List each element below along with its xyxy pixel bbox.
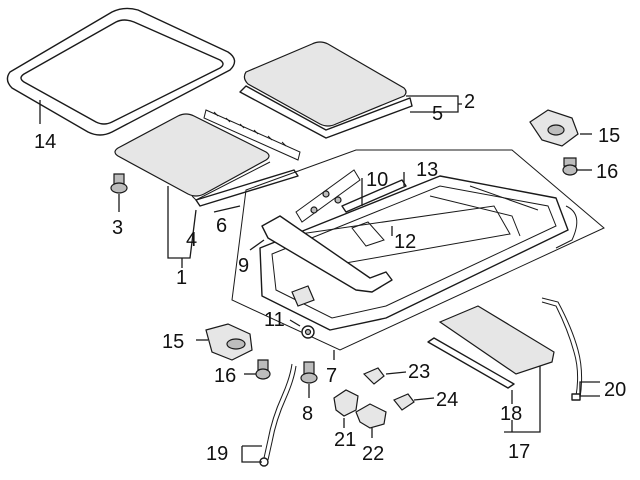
callout-13: 13 — [416, 159, 438, 181]
part-2-panel — [243, 41, 407, 127]
part-5-seal — [239, 85, 413, 139]
part-15-bracket-top — [529, 109, 579, 147]
callout-6: 6 — [216, 215, 227, 237]
callout-3: 3 — [112, 217, 123, 239]
part-9-front-frame — [261, 215, 393, 293]
part-23-clip — [362, 367, 385, 385]
callout-2: 2 — [464, 91, 475, 113]
part-1-glass-panel — [114, 113, 271, 201]
callout-10: 10 — [366, 169, 388, 191]
part-17-sunshade — [438, 305, 555, 375]
callout-labels: 14 2 5 3 4 1 6 9 10 13 12 11 7 15 15 16 … — [34, 91, 626, 465]
part-18-rod — [427, 337, 515, 389]
callout-24: 24 — [436, 389, 458, 411]
callout-16-upper: 16 — [596, 161, 618, 183]
part-8-bolt — [300, 361, 318, 384]
callout-22: 22 — [362, 443, 384, 465]
callout-16-lower: 16 — [214, 365, 236, 387]
part-14-seal — [6, 7, 236, 136]
callout-12: 12 — [394, 231, 416, 253]
part-16-bolt-bottom — [255, 359, 271, 380]
callout-7: 7 — [326, 365, 337, 387]
callout-21: 21 — [334, 429, 356, 451]
callout-9: 9 — [238, 255, 249, 277]
callout-1: 1 — [176, 267, 187, 289]
callout-18: 18 — [500, 403, 522, 425]
callout-15-upper: 15 — [598, 125, 620, 147]
leader-lines — [39, 95, 600, 463]
part-11-mount — [301, 325, 315, 339]
part-21-clip — [333, 389, 359, 417]
callout-4: 4 — [186, 229, 197, 251]
callout-23: 23 — [408, 361, 430, 383]
callout-20: 20 — [604, 379, 626, 401]
part-13-rail — [341, 179, 407, 213]
part-15-bracket-bottom — [205, 323, 253, 361]
part-6-trim — [195, 109, 301, 207]
callout-11: 11 — [264, 309, 285, 331]
callout-14: 14 — [34, 131, 56, 153]
callout-19: 19 — [206, 443, 228, 465]
part-10-bolts — [295, 169, 361, 223]
part-22-clip — [355, 403, 387, 429]
part-19-drain-hose — [259, 363, 297, 467]
callout-17: 17 — [508, 441, 530, 463]
part-16-bolt-top — [562, 157, 578, 176]
callout-8: 8 — [302, 403, 313, 425]
callout-15-lower: 15 — [162, 331, 184, 353]
part-3-bolt — [110, 173, 128, 194]
part-24-clip — [393, 393, 415, 411]
callout-5: 5 — [432, 103, 443, 125]
